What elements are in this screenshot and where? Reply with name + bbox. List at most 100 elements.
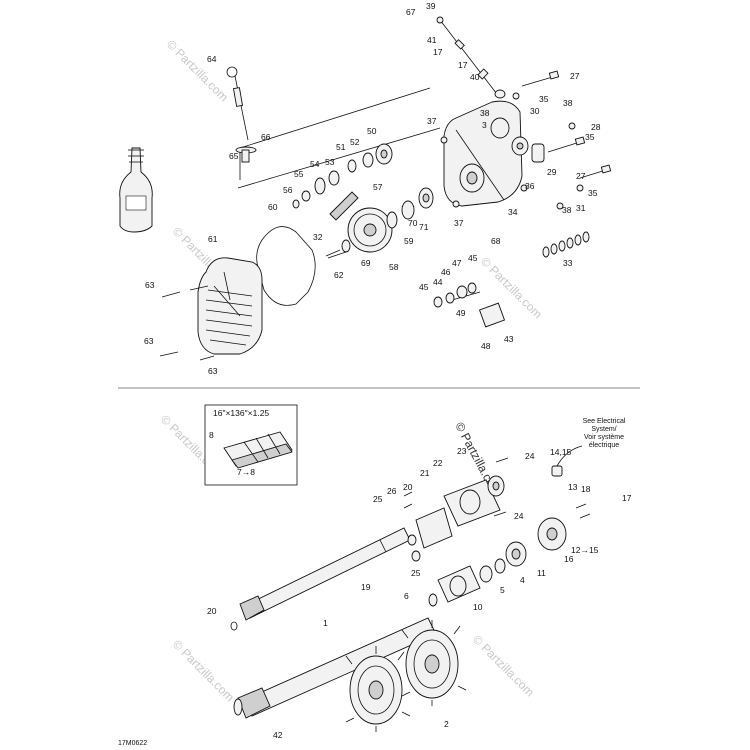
bottom-callout: 20 <box>403 482 413 492</box>
bottom-callout: 24 <box>525 451 535 461</box>
bottom-callout: 2 <box>444 719 449 729</box>
top-callout: 58 <box>389 262 399 272</box>
bottom-callout: 14,15 <box>550 447 572 457</box>
top-callout: 45 <box>468 253 478 263</box>
electrical-note-line: électrique <box>589 442 619 449</box>
electrical-note-line: Voir système <box>584 434 624 441</box>
top-callout: 17 <box>458 60 468 70</box>
tensioner-block <box>433 282 506 328</box>
bearing-housing <box>437 541 527 603</box>
top-callout: 34 <box>508 207 518 217</box>
bottom-callout: 16 <box>564 554 574 564</box>
assembly-outline <box>237 127 441 189</box>
top-rod-assembly <box>436 16 506 99</box>
bottom-callout: 18 <box>581 484 591 494</box>
bottom-callout: 19 <box>361 582 371 592</box>
top-callout: 52 <box>350 137 360 147</box>
top-callout: 47 <box>452 258 462 268</box>
electrical-note-line: See Electrical <box>583 418 626 425</box>
top-callout: 65 <box>229 151 239 161</box>
seal <box>428 593 438 607</box>
top-callout: 63 <box>208 366 218 376</box>
chaincase-cover <box>197 257 263 355</box>
top-callout: 54 <box>310 159 320 169</box>
top-callout: 35 <box>585 132 595 142</box>
electrical-note: See Electrical System/ Voir système élec… <box>583 418 626 449</box>
bottom-callout: 10 <box>473 602 483 612</box>
bottom-callout: 13 <box>568 482 578 492</box>
top-callout: 53 <box>325 157 335 167</box>
lower-shaft-parts <box>325 187 434 257</box>
bottom-callout: 5 <box>500 585 505 595</box>
end-bearing-housing <box>443 475 505 527</box>
figure-code: 17M0622 <box>118 740 147 747</box>
bottom-callout: 11 <box>537 568 546 578</box>
top-callout: 44 <box>433 277 443 287</box>
top-callout: 38 <box>563 98 573 108</box>
top-callout: 33 <box>563 258 573 268</box>
bottom-callout: 6 <box>404 591 409 601</box>
top-callout: 48 <box>481 341 491 351</box>
bottom-callout: 8 <box>209 430 214 440</box>
bolts <box>521 70 612 179</box>
top-callout: 50 <box>367 126 377 136</box>
drive-axle-19 <box>239 527 411 621</box>
drive-sprocket-right <box>401 620 467 706</box>
gasket-plate <box>407 507 453 562</box>
bottom-callout: 7→8 <box>237 467 255 477</box>
chaincase-assembly <box>119 16 612 361</box>
top-callout: 3 <box>482 120 487 130</box>
bottom-callout: 23 <box>457 446 467 456</box>
sprocket-bolt <box>327 251 347 259</box>
speed-sensor <box>551 445 583 477</box>
top-callout: 17 <box>433 47 443 57</box>
retaining-clip <box>230 621 238 631</box>
large-sprocket <box>347 207 393 253</box>
top-callout: 38 <box>480 108 490 118</box>
top-callout: 68 <box>491 236 501 246</box>
bottom-callout: 25 <box>411 568 421 578</box>
watermark-text: © Partzilla.com <box>470 632 537 699</box>
top-callout: 39 <box>426 1 436 11</box>
drive-axle-assembly: 16"×136"×1.25 <box>204 404 591 732</box>
top-callout: 38 <box>562 205 572 215</box>
top-callout: 37 <box>454 218 464 228</box>
top-callout: 61 <box>208 234 218 244</box>
top-callout: 27 <box>570 71 580 81</box>
bottom-callout: 24 <box>514 511 524 521</box>
bottom-callout: 12→15 <box>571 545 599 555</box>
small-screws <box>403 457 591 519</box>
top-callout: 29 <box>547 167 557 177</box>
top-callout: 59 <box>404 236 414 246</box>
bottom-callout: 25 <box>373 494 383 504</box>
top-callout: 55 <box>294 169 304 179</box>
tensioner <box>531 143 545 163</box>
top-callout: 43 <box>504 334 514 344</box>
top-callout: 49 <box>456 308 466 318</box>
top-callout: 35 <box>539 94 549 104</box>
top-callout: 37 <box>427 116 437 126</box>
top-callout: 40 <box>470 72 480 82</box>
gasket <box>256 226 316 306</box>
top-callout: 64 <box>207 54 217 64</box>
dipstick <box>226 66 257 163</box>
bottom-callout: 17 <box>622 493 632 503</box>
speed-sensor-bracket <box>537 517 567 551</box>
top-callout: 46 <box>441 267 451 277</box>
bottom-callout: 26 <box>387 486 397 496</box>
top-callout: 63 <box>145 280 155 290</box>
track-inset: 16"×136"×1.25 <box>204 404 298 486</box>
top-callout: 60 <box>268 202 278 212</box>
top-callout: 30 <box>530 106 540 116</box>
drive-sprocket-left <box>345 646 411 732</box>
chaincase-housing <box>443 100 529 207</box>
watermark-text: © Partzilla.com <box>164 37 231 104</box>
bottom-callout: 4 <box>520 575 525 585</box>
top-callout: 70 <box>408 218 418 228</box>
shim-set <box>542 231 590 258</box>
top-callout: 69 <box>361 258 371 268</box>
